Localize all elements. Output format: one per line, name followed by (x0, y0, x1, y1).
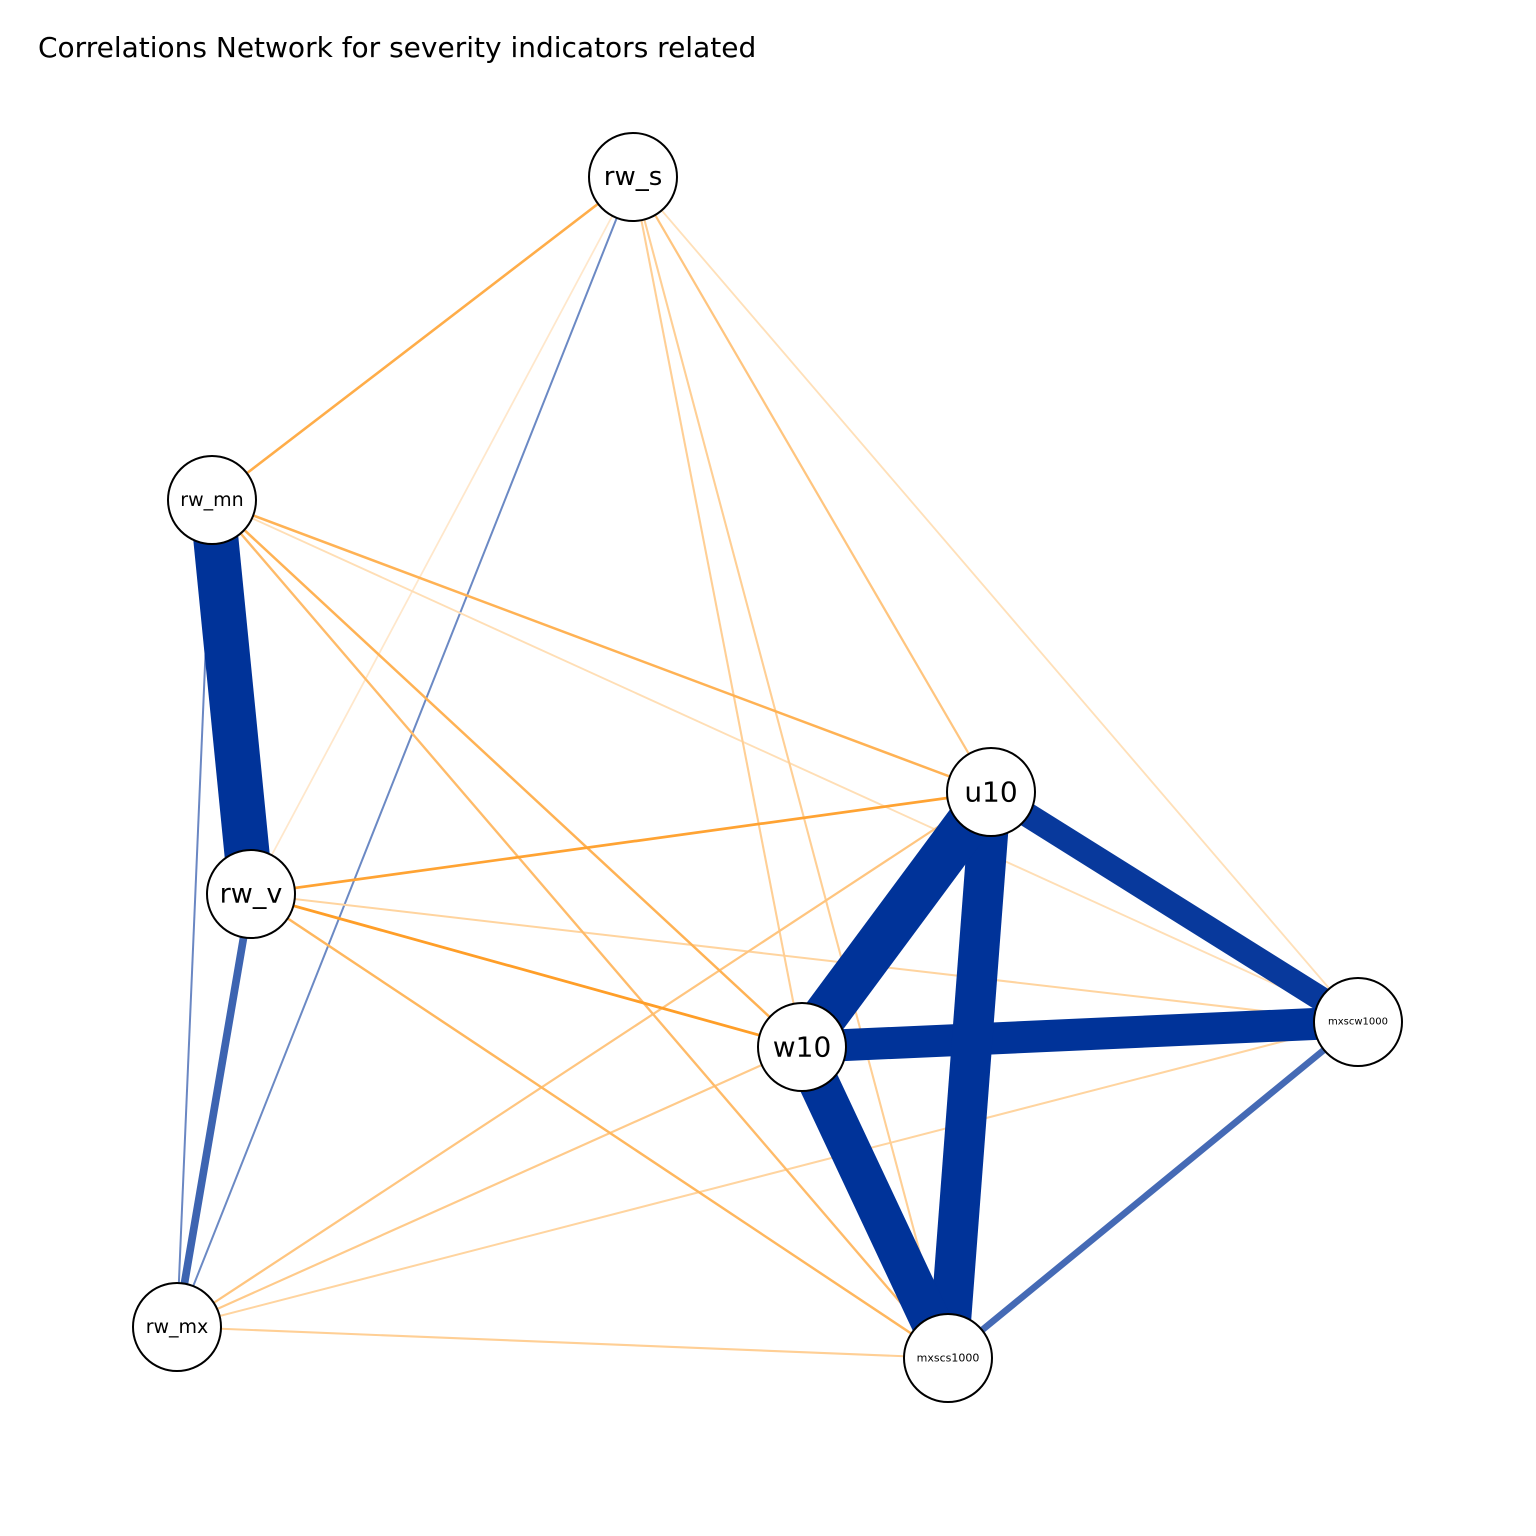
edge-rw_v-u10 (250, 790, 992, 896)
node-rw_s[interactable]: rw_s (588, 132, 678, 222)
edges-layer (173, 175, 1365, 1367)
node-circle-mxscw1000 (1313, 977, 1403, 1067)
edge-rw_s-rw_mx (176, 176, 634, 1328)
edge-rw_v-mxscw1000 (250, 892, 1359, 1024)
edge-rw_v-mxscs1000 (250, 892, 949, 1360)
edge-rw_s-w10 (631, 176, 804, 1048)
node-u10[interactable]: u10 (946, 747, 1036, 837)
node-circle-rw_mx (132, 1282, 222, 1372)
edge-rw_mn-rw_v (189, 497, 274, 897)
node-rw_v[interactable]: rw_v (206, 849, 296, 939)
node-label-u10: u10 (964, 776, 1017, 809)
node-circle-rw_mn (167, 455, 257, 545)
edge-rw_s-rw_mn (211, 175, 634, 502)
node-circle-w10 (757, 1002, 847, 1092)
node-mxscw1000[interactable]: mxscw1000 (1313, 977, 1403, 1067)
edge-mxscw1000-mxscs1000 (945, 1019, 1361, 1361)
edge-rw_s-u10 (632, 176, 992, 793)
nodes-layer: rw_s rw_mn u10 rw_v mxscw1000 w10 rw_mx mxscs10… (132, 132, 1403, 1403)
node-circle-rw_v (206, 849, 296, 939)
node-circle-u10 (946, 747, 1036, 837)
edge-rw_v-rw_mx (173, 893, 255, 1328)
edge-rw_v-w10 (250, 892, 803, 1049)
edge-rw_mx-w10 (176, 1046, 803, 1328)
edge-rw_s-mxscs1000 (631, 176, 950, 1359)
edge-w10-mxscs1000 (783, 1038, 967, 1367)
edge-rw_s-rw_v (250, 176, 634, 895)
edge-rw_mx-mxscw1000 (176, 1021, 1359, 1328)
edge-rw_mn-mxscs1000 (211, 499, 949, 1359)
node-label-rw_mx: rw_mx (146, 1316, 209, 1338)
edge-u10-w10 (783, 778, 1010, 1061)
edge-u10-mxscw1000 (984, 781, 1365, 1033)
node-label-rw_s: rw_s (604, 162, 663, 192)
edge-rw_mn-w10 (211, 499, 803, 1048)
edge-w10-mxscw1000 (801, 1006, 1359, 1063)
edge-rw_mn-u10 (211, 498, 992, 794)
node-w10[interactable]: w10 (757, 1002, 847, 1092)
node-label-mxscw1000: mxscw1000 (1328, 1017, 1388, 1028)
chart-title: Correlations Network for severity indica… (38, 31, 757, 64)
node-circle-mxscs1000 (903, 1313, 993, 1403)
edge-rw_mx-u10 (176, 791, 992, 1328)
edge-rw_s-mxscw1000 (632, 176, 1359, 1023)
edge-u10-mxscs1000 (927, 790, 1012, 1360)
node-rw_mn[interactable]: rw_mn (167, 455, 257, 545)
node-rw_mx[interactable]: rw_mx (132, 1282, 222, 1372)
node-mxscs1000[interactable]: mxscs1000 (903, 1313, 993, 1403)
edge-rw_mn-mxscw1000 (211, 499, 1359, 1023)
node-label-rw_mn: rw_mn (180, 489, 243, 511)
node-label-rw_v: rw_v (220, 879, 283, 910)
node-label-w10: w10 (773, 1031, 832, 1064)
node-label-mxscs1000: mxscs1000 (917, 1352, 980, 1365)
edge-rw_mx-mxscs1000 (176, 1325, 949, 1360)
node-circle-rw_s (588, 132, 678, 222)
